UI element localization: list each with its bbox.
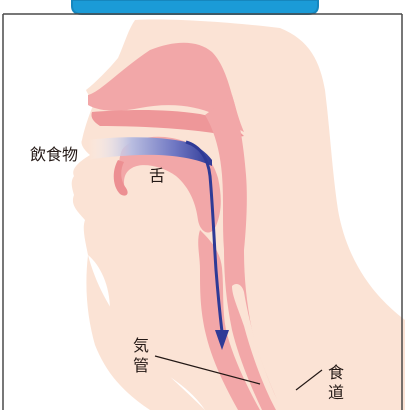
esophagus-label-char-2: 道 (328, 383, 344, 402)
food-label: 飲食物 (30, 145, 78, 164)
tongue-label: 舌 (149, 166, 165, 185)
header-tab (72, 0, 318, 14)
trachea-label-char-2: 管 (133, 356, 149, 375)
esophagus-label-char-1: 食 (328, 363, 344, 382)
trachea-label-char-1: 気 (133, 336, 149, 355)
